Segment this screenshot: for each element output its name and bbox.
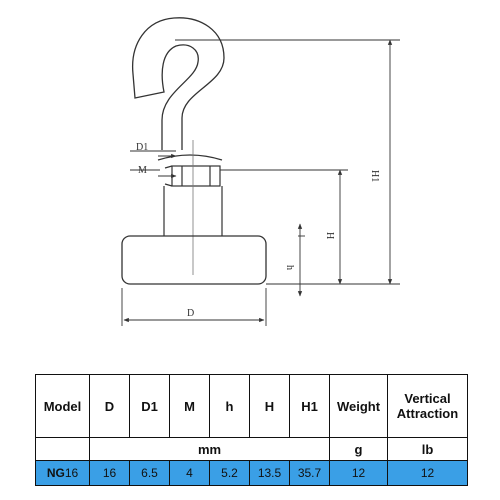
model-row: NG16 16 6.5 4 5.2 13.5 35.7 12 12 xyxy=(35,460,468,486)
header-h: H xyxy=(249,374,290,438)
units-blank-cell xyxy=(35,437,90,461)
header-d: D xyxy=(89,374,130,438)
dim-h-small xyxy=(297,223,305,297)
header-weight: Weight xyxy=(329,374,388,438)
header-m: M xyxy=(169,374,210,438)
hook-outline xyxy=(132,17,225,150)
hex-nut xyxy=(157,154,223,187)
cell-d: 16 xyxy=(89,460,130,486)
units-row: mm g lb xyxy=(35,437,468,461)
cell-h1: 35.7 xyxy=(289,460,330,486)
model-prefix: NG xyxy=(46,466,65,480)
hook-magnet-technical-drawing: D1 M h H H1 D xyxy=(121,17,400,326)
dim-d1-m xyxy=(130,150,177,179)
cell-m: 4 xyxy=(169,460,210,486)
header-row: Model D D1 M h H H1 Weight Vertical Attr… xyxy=(35,374,468,438)
dim-h xyxy=(220,169,348,285)
cell-model: NG16 xyxy=(35,460,90,486)
units-weight: g xyxy=(329,437,388,461)
header-vertical-attraction: Vertical Attraction xyxy=(387,374,468,438)
cell-weight: 12 xyxy=(329,460,388,486)
magnet-base xyxy=(121,235,267,285)
cell-h: 13.5 xyxy=(249,460,290,486)
cell-d1: 6.5 xyxy=(129,460,170,486)
dim-d xyxy=(121,288,267,326)
header-h-small: h xyxy=(209,374,250,438)
stem xyxy=(163,140,223,275)
header-model: Model xyxy=(35,374,90,438)
label-d1: D1 xyxy=(136,142,148,153)
header-h1: H1 xyxy=(289,374,330,438)
label-m: M xyxy=(138,165,147,176)
model-suffix: 16 xyxy=(64,466,79,480)
label-d: D xyxy=(187,308,194,319)
units-mm: mm xyxy=(89,437,330,461)
header-d1: D1 xyxy=(129,374,170,438)
cell-h-small: 5.2 xyxy=(209,460,250,486)
spec-table: Model D D1 M h H H1 Weight Vertical Attr… xyxy=(35,374,468,486)
label-h: H xyxy=(324,232,335,239)
cell-vertical-attraction: 12 xyxy=(387,460,468,486)
units-attraction: lb xyxy=(387,437,468,461)
dim-h1 xyxy=(175,39,400,285)
label-h1: H1 xyxy=(369,170,380,182)
label-h-small: h xyxy=(284,265,295,270)
